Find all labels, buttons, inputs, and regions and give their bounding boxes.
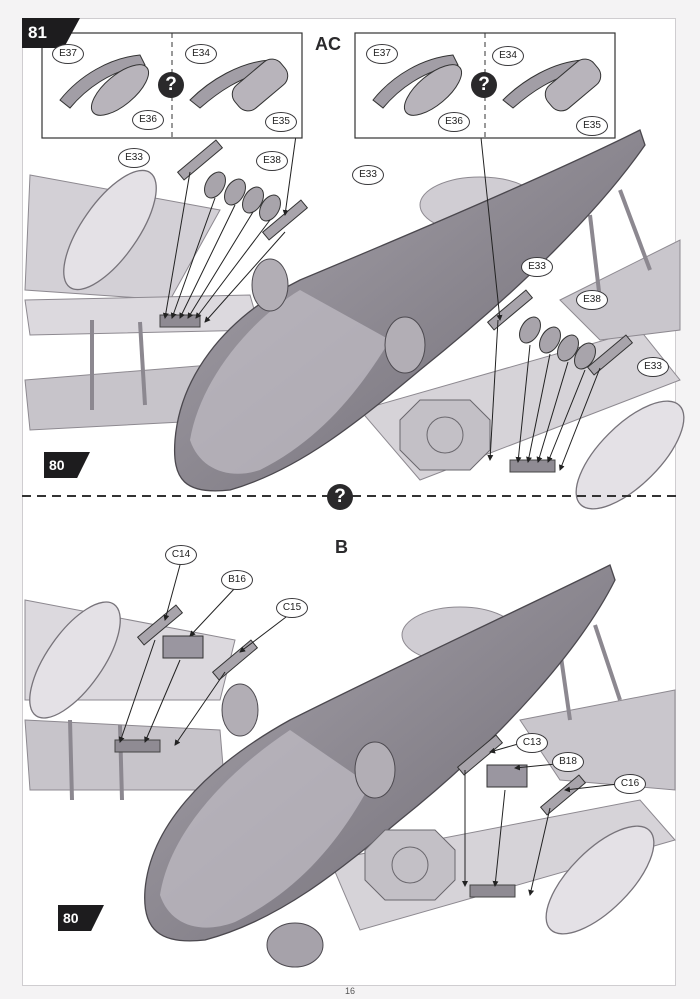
top-panel-aircraft xyxy=(24,127,685,510)
part-callout-e33: E33 xyxy=(352,165,384,185)
part-callout-e36: E36 xyxy=(438,112,470,132)
part-callout-e33: E33 xyxy=(521,257,553,277)
part-callout-c14: C14 xyxy=(165,545,197,565)
part-callout-e34: E34 xyxy=(492,46,524,66)
variant-label-b: B xyxy=(335,537,348,557)
part-callout-e34: E34 xyxy=(185,44,217,64)
part-callout-e37: E37 xyxy=(52,44,84,64)
part-callout-e36: E36 xyxy=(132,110,164,130)
part-callout-e33: E33 xyxy=(118,148,150,168)
part-callout-c15: C15 xyxy=(276,598,308,618)
part-callout-b16: B16 xyxy=(221,570,253,590)
part-callout-c16: C16 xyxy=(614,774,646,794)
part-callout-e38: E38 xyxy=(576,290,608,310)
part-callout-e37: E37 xyxy=(366,44,398,64)
question-mark-icon: ? xyxy=(327,484,353,510)
variant-label-ac: AC xyxy=(315,34,341,54)
bottom-panel-aircraft xyxy=(24,564,676,968)
part-callout-b18: B18 xyxy=(552,752,584,772)
part-callout-e38: E38 xyxy=(256,151,288,171)
part-callout-e33: E33 xyxy=(637,357,669,377)
question-mark-icon: ? xyxy=(471,72,497,98)
page-number: 16 xyxy=(344,986,355,996)
part-callout-c13: C13 xyxy=(516,733,548,753)
question-mark-icon: ? xyxy=(158,72,184,98)
part-callout-e35: E35 xyxy=(576,116,608,136)
part-callout-e35: E35 xyxy=(265,112,297,132)
